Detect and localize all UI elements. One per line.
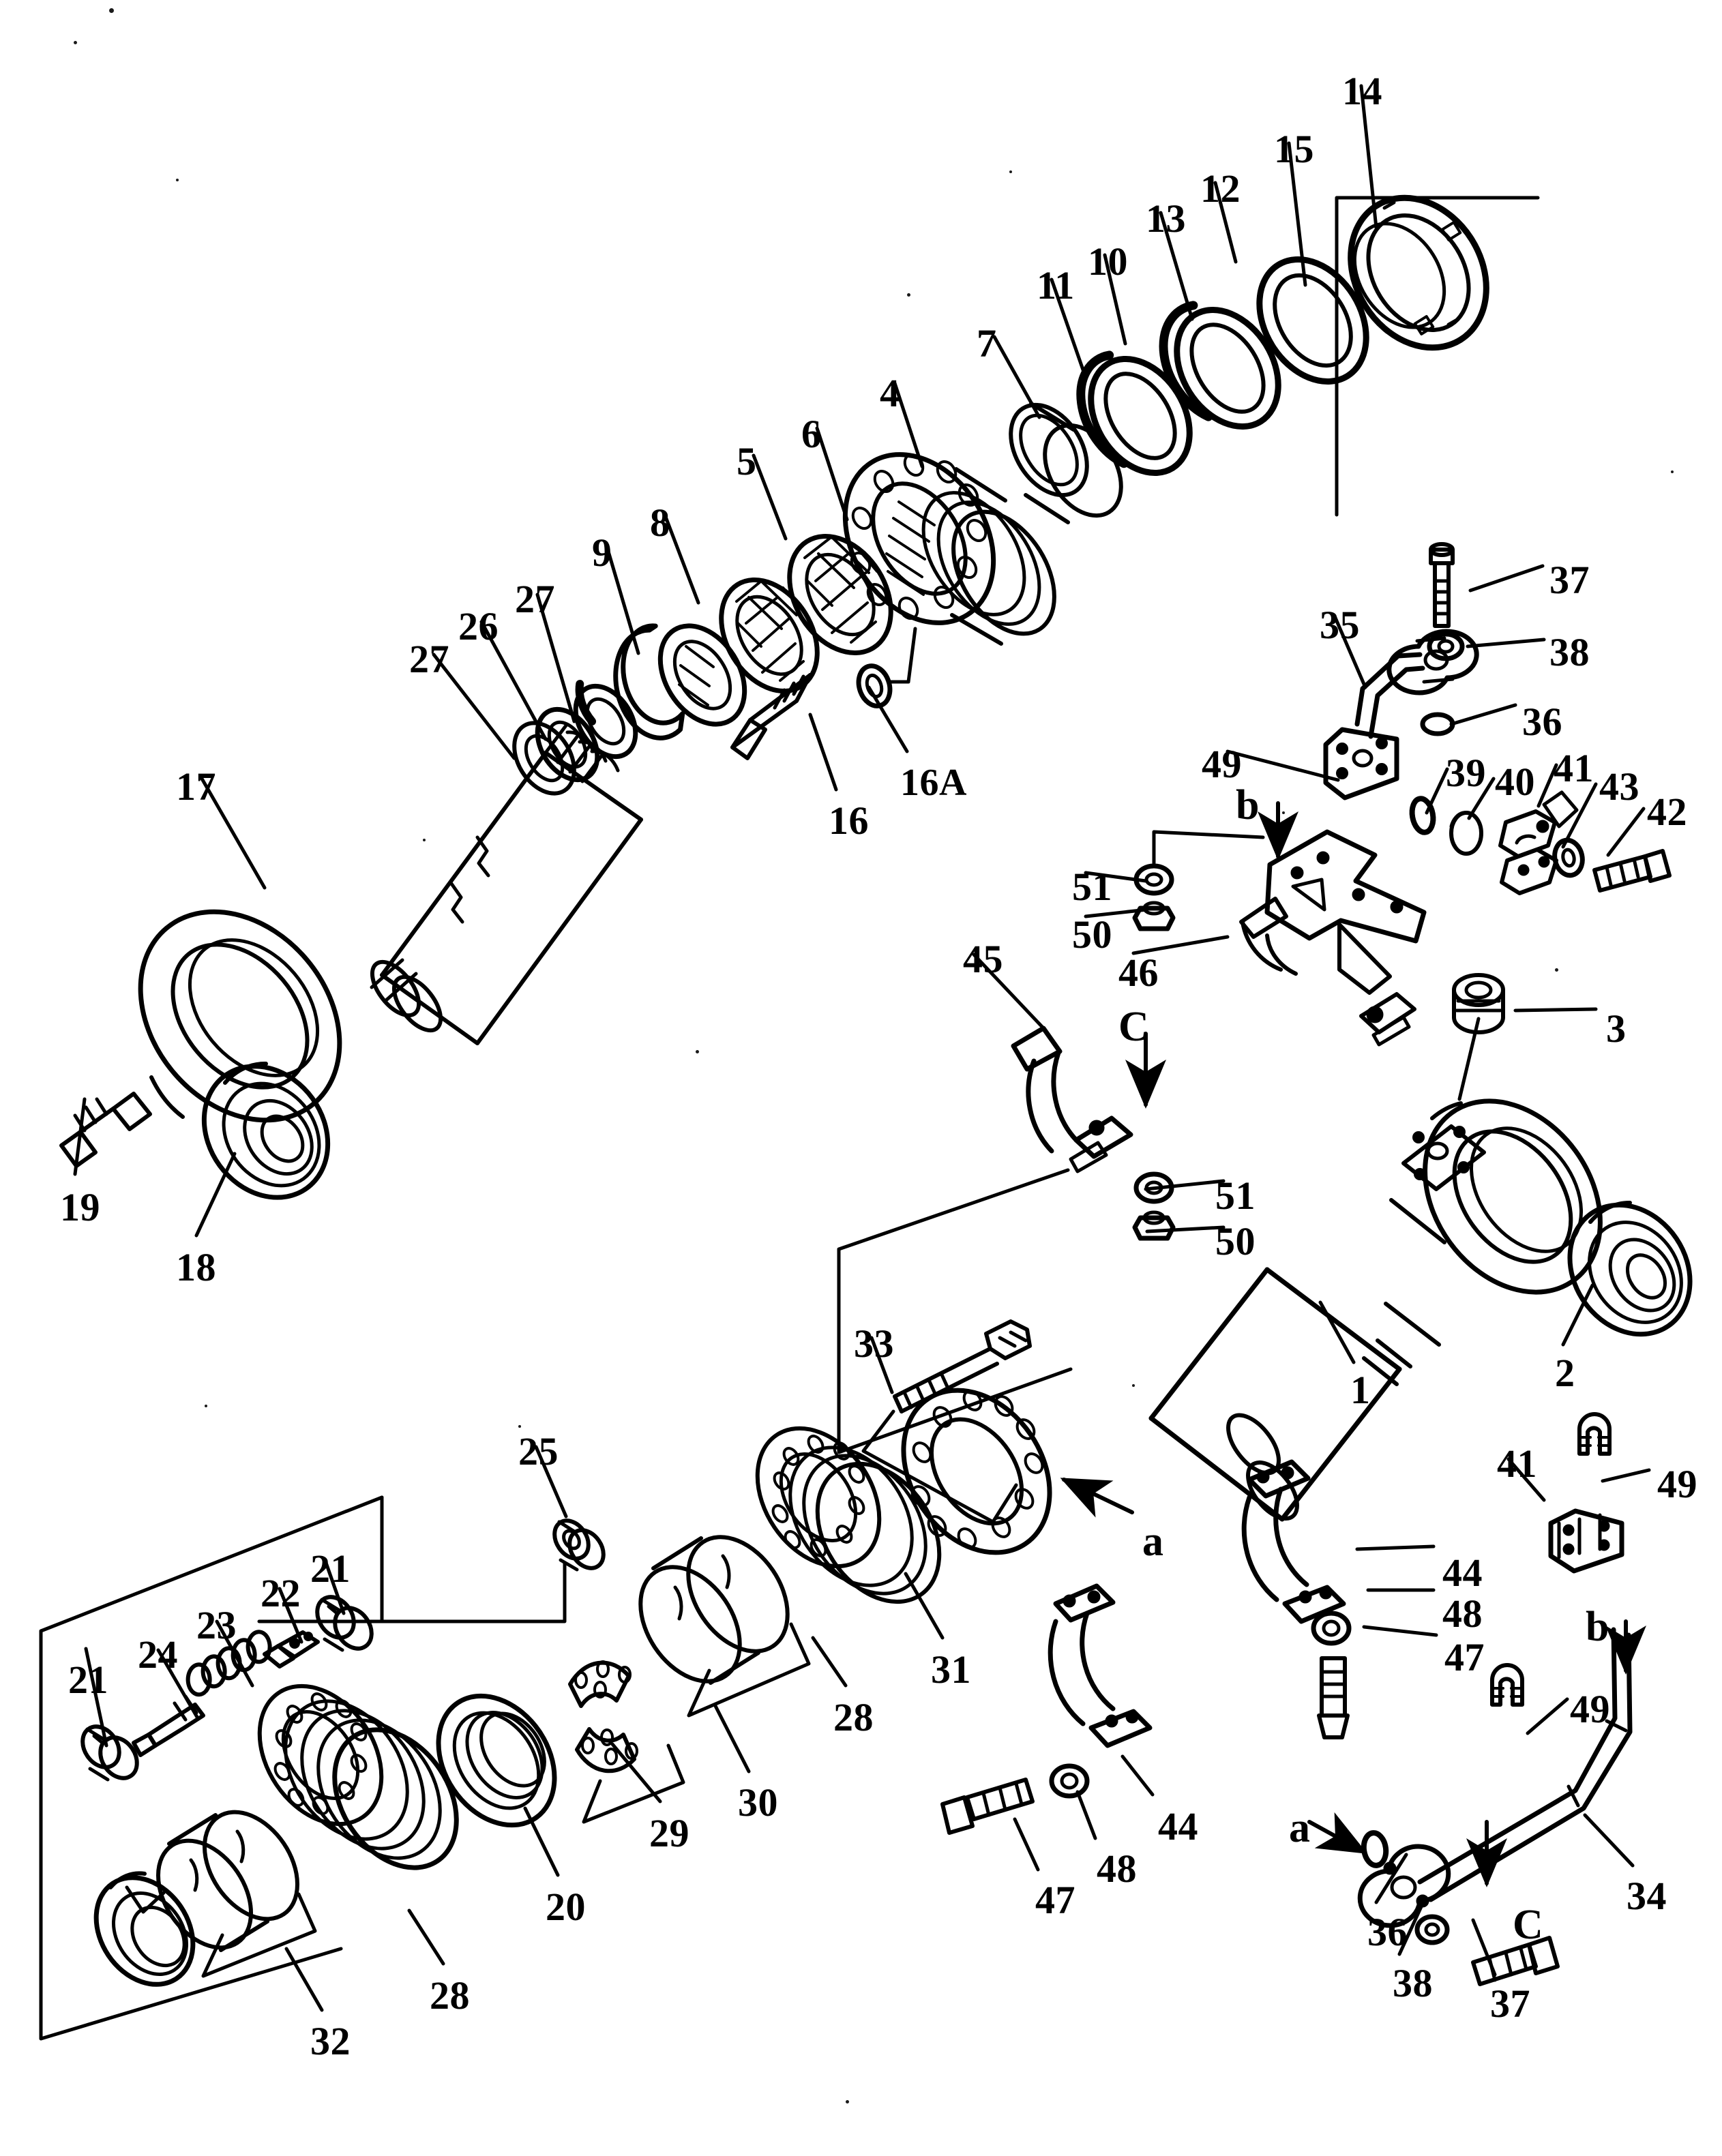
callout-number-30: 30: [738, 1780, 778, 1825]
callout-number-21a: 21: [68, 1658, 108, 1702]
callout-number-47a: 47: [1444, 1635, 1485, 1679]
callout-number-15: 15: [1274, 127, 1314, 171]
callout-number-7: 7: [977, 321, 997, 365]
section-mark-b2: b: [1586, 1604, 1609, 1650]
section-mark-c1: C: [1118, 1004, 1150, 1050]
callout-number-27a: 27: [409, 637, 449, 681]
callout-number-17: 17: [176, 764, 216, 809]
scan-speck: [205, 1405, 207, 1407]
callout-number-22: 22: [261, 1571, 301, 1615]
callout-number-26: 26: [458, 604, 499, 648]
callout-number-12: 12: [1200, 166, 1241, 211]
callout-number-33: 33: [854, 1321, 894, 1366]
callout-number-41b: 41: [1497, 1441, 1537, 1486]
callout-number-48a: 48: [1442, 1591, 1483, 1636]
section-mark-c2: C: [1513, 1902, 1544, 1948]
callout-number-46: 46: [1118, 950, 1159, 995]
scan-speck: [907, 293, 910, 297]
callout-number-51b: 51: [1215, 1173, 1256, 1218]
callout-number-44a: 44: [1442, 1551, 1483, 1595]
callout-number-45: 45: [963, 937, 1003, 981]
scan-speck: [1132, 1384, 1135, 1387]
scan-speck: [1555, 968, 1558, 972]
callout-number-11: 11: [1037, 263, 1075, 308]
callout-number-38a: 38: [1549, 630, 1590, 674]
callout-number-27b: 27: [515, 577, 555, 621]
callout-number-50b: 50: [1215, 1219, 1256, 1263]
callout-number-36a: 36: [1522, 700, 1562, 744]
callout-number-21b: 21: [310, 1546, 351, 1591]
callout-number-40: 40: [1495, 760, 1535, 804]
callout-number-18: 18: [176, 1245, 216, 1289]
callout-number-16A: 16A: [900, 762, 967, 804]
callout-number-51a: 51: [1072, 865, 1112, 909]
section-mark-a1: a: [1142, 1518, 1164, 1565]
scan-speck: [1282, 811, 1285, 814]
scan-speck: [176, 179, 179, 181]
callout-number-25: 25: [518, 1429, 559, 1473]
callout-number-48b: 48: [1097, 1846, 1137, 1891]
callout-number-14: 14: [1342, 69, 1382, 113]
callout-number-34: 34: [1627, 1874, 1667, 1918]
callout-number-24: 24: [138, 1632, 178, 1677]
callout-number-42: 42: [1647, 790, 1687, 834]
callout-number-47b: 47: [1035, 1878, 1075, 1922]
callout-number-10: 10: [1088, 239, 1128, 284]
callout-number-31: 31: [931, 1647, 971, 1692]
section-mark-b1: b: [1236, 782, 1260, 828]
callout-number-41a: 41: [1554, 746, 1594, 790]
callout-number-8: 8: [650, 500, 670, 545]
callout-number-50a: 50: [1072, 912, 1112, 957]
callout-number-37b: 37: [1490, 1981, 1530, 2026]
callout-number-2: 2: [1555, 1351, 1575, 1395]
section-mark-a2: a: [1289, 1805, 1311, 1851]
callout-number-5: 5: [737, 439, 757, 483]
callout-number-13: 13: [1146, 196, 1186, 241]
callout-number-4: 4: [880, 371, 900, 415]
scan-speck: [696, 1050, 699, 1053]
scan-speck: [846, 2100, 849, 2103]
callout-number-28b: 28: [833, 1695, 874, 1739]
callout-number-20: 20: [546, 1885, 586, 1929]
callout-number-6: 6: [801, 412, 822, 456]
callout-number-37a: 37: [1549, 558, 1590, 602]
callout-number-16: 16: [829, 798, 869, 843]
scan-speck: [74, 41, 77, 44]
scan-speck: [1009, 170, 1012, 173]
callout-number-49b: 49: [1657, 1462, 1697, 1506]
callout-number-38b: 38: [1393, 1961, 1433, 2005]
callout-number-9: 9: [592, 530, 612, 575]
callout-number-3: 3: [1606, 1006, 1627, 1051]
callout-number-35: 35: [1320, 603, 1360, 647]
callout-number-49a: 49: [1202, 742, 1242, 786]
callout-number-39: 39: [1446, 751, 1486, 795]
callout-number-1: 1: [1350, 1368, 1371, 1412]
callout-number-19: 19: [60, 1185, 100, 1229]
callout-number-44b: 44: [1158, 1804, 1198, 1848]
callout-number-28a: 28: [430, 1973, 470, 2018]
callout-number-32: 32: [310, 2019, 351, 2063]
callout-number-36b: 36: [1367, 1910, 1408, 1954]
callout-number-49c: 49: [1570, 1687, 1610, 1731]
scan-speck: [109, 8, 114, 13]
callout-number-23: 23: [196, 1603, 237, 1647]
callout-number-29: 29: [649, 1811, 689, 1855]
scan-speck: [518, 1425, 521, 1428]
scan-speck: [1671, 470, 1674, 473]
callout-number-43: 43: [1599, 764, 1639, 809]
scan-speck: [423, 839, 426, 841]
